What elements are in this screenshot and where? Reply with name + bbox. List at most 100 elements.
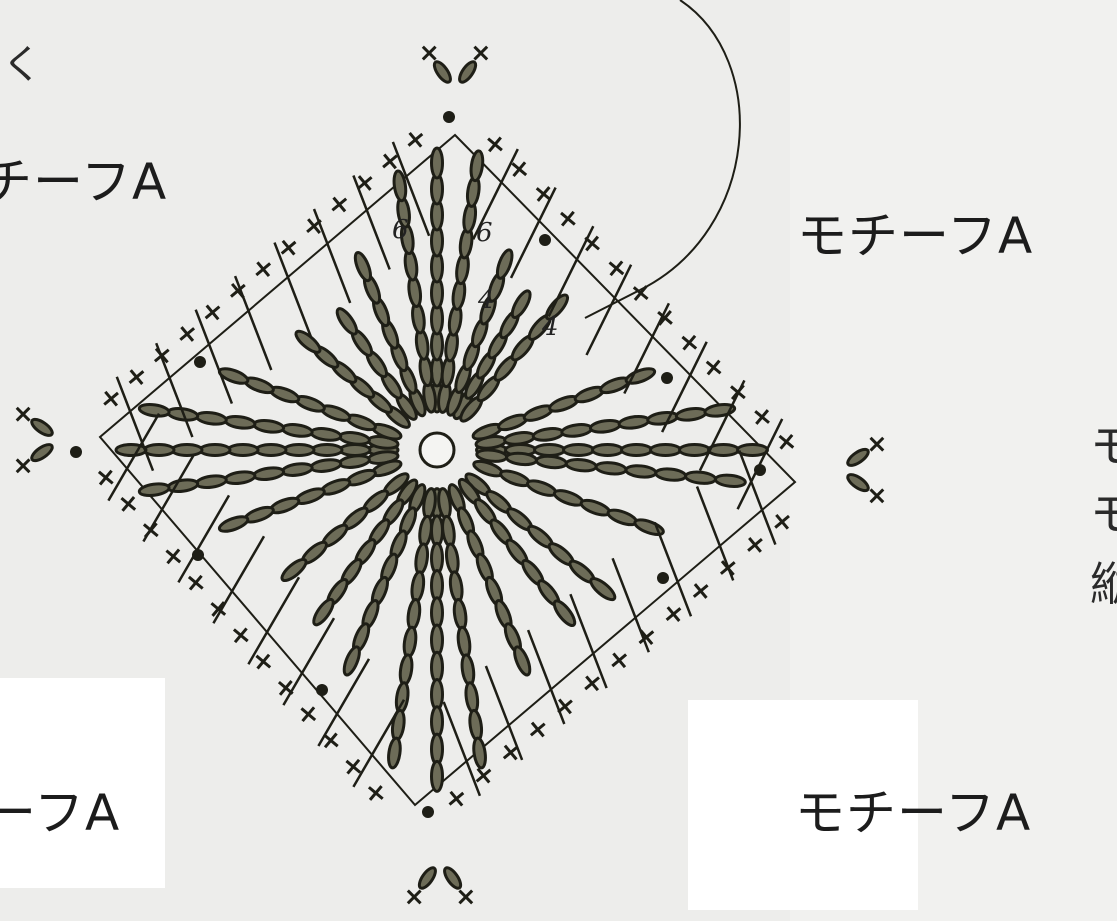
picot-chain [442,865,464,890]
chain-stitch [224,470,255,485]
picot-chain [29,416,54,438]
chain-stitch [579,497,611,518]
chain-stitch [410,571,425,602]
single-crochet-mark [363,780,388,805]
single-crochet-mark [579,231,604,256]
slip-stitch-dot [194,356,206,368]
picot-chain [845,446,870,468]
slip-stitch-dot [422,806,434,818]
chain-stitch [676,407,707,422]
chain-stitch [418,516,433,547]
chain-stitch [432,571,443,601]
chain-stitch [282,423,313,438]
chain-stitch [622,445,652,456]
double-crochet-stroke [570,594,606,688]
double-crochet-stroke [528,630,564,724]
chain-stitch [596,461,627,475]
join-arc-line [640,0,740,290]
double-crochet-stroke [235,276,271,370]
double-crochet-stroke [275,243,311,337]
chain-stitch [172,445,202,456]
picot-chain [29,442,54,464]
chain-stitch [391,710,406,741]
chain-stitch [139,403,170,418]
chain-stitch [647,411,678,426]
chain-stitch [432,761,443,791]
chain-stitch [504,431,535,446]
chain-stitch [511,645,532,677]
chain-stitch [441,516,456,547]
chain-stitch [460,654,475,685]
chain-stitch [432,680,443,710]
double-crochet-stroke [587,265,632,355]
chain-stitch [655,468,686,482]
chain-stitch [651,445,681,456]
single-crochet-mark [161,544,186,569]
single-crochet-mark [93,465,118,490]
slip-stitch-dot [316,684,328,696]
chain-stitch [432,148,443,178]
round-number: 6 [392,215,409,245]
chain-stitch [340,445,370,456]
chain-stitch [387,737,402,768]
single-crochet-mark [525,717,550,742]
chain-stitch [680,445,710,456]
chain-stitch [606,507,638,528]
chain-stitch [536,455,567,469]
single-crochet-mark [98,386,123,411]
slip-stitch-dot [657,572,669,584]
double-crochet-stroke [314,209,350,303]
picot-chain [416,865,438,890]
chain-stitch [561,423,592,438]
double-crochet-stroke [511,188,556,278]
chain-stitch [339,431,370,446]
label-top-left: チーフA [0,142,167,214]
double-crochet-stroke [549,226,594,316]
single-crochet-mark [200,300,225,325]
single-crochet-mark [124,364,149,389]
single-crochet-mark [774,429,799,454]
chain-stitch [564,445,594,456]
double-crochet-stroke [655,522,691,616]
chain-stitch [588,575,618,603]
chain-stitch [256,445,286,456]
chain-stitch [402,626,417,657]
chain-stitch [532,427,563,442]
single-crochet-mark [769,509,794,534]
chain-stitch [310,597,336,628]
slip-stitch-dot [754,464,766,476]
chain-stitch [468,710,483,741]
chain-stitch [196,411,227,426]
single-crochet-mark [228,623,253,648]
chain-stitch [279,556,309,584]
chain-stitch [499,468,531,489]
square-outline [100,135,795,805]
chain-stitch [625,464,656,478]
chain-stitch [456,626,471,657]
double-crochet-stroke [700,380,745,470]
chain-stitch [590,419,621,434]
chain-stitch [509,288,534,319]
chain-stitch [553,488,585,509]
single-crochet-mark [555,206,580,231]
single-crochet-mark [607,648,632,673]
motif-square-outline [100,135,795,805]
single-crochet-mark [677,330,702,355]
chain-stitch [395,682,410,713]
double-crochet-stroke [697,487,733,581]
chain-stitch [218,514,250,535]
chain-stitch [432,707,443,737]
chain-stitch [200,445,230,456]
chain-stitch [464,682,479,713]
double-crochet-stroke [613,558,649,652]
round-number: 6 [476,218,493,248]
chain-stitch [253,466,284,481]
double-crochet-stroke [486,666,522,760]
chain-stitch [432,516,443,546]
slip-stitch-dot [539,234,551,246]
edge-char-right-2: モ [1090,478,1117,544]
single-crochet-mark [749,404,774,429]
edge-char-top-left: く [2,32,42,90]
chain-stitch [715,474,746,488]
chain-stitch [310,427,341,442]
